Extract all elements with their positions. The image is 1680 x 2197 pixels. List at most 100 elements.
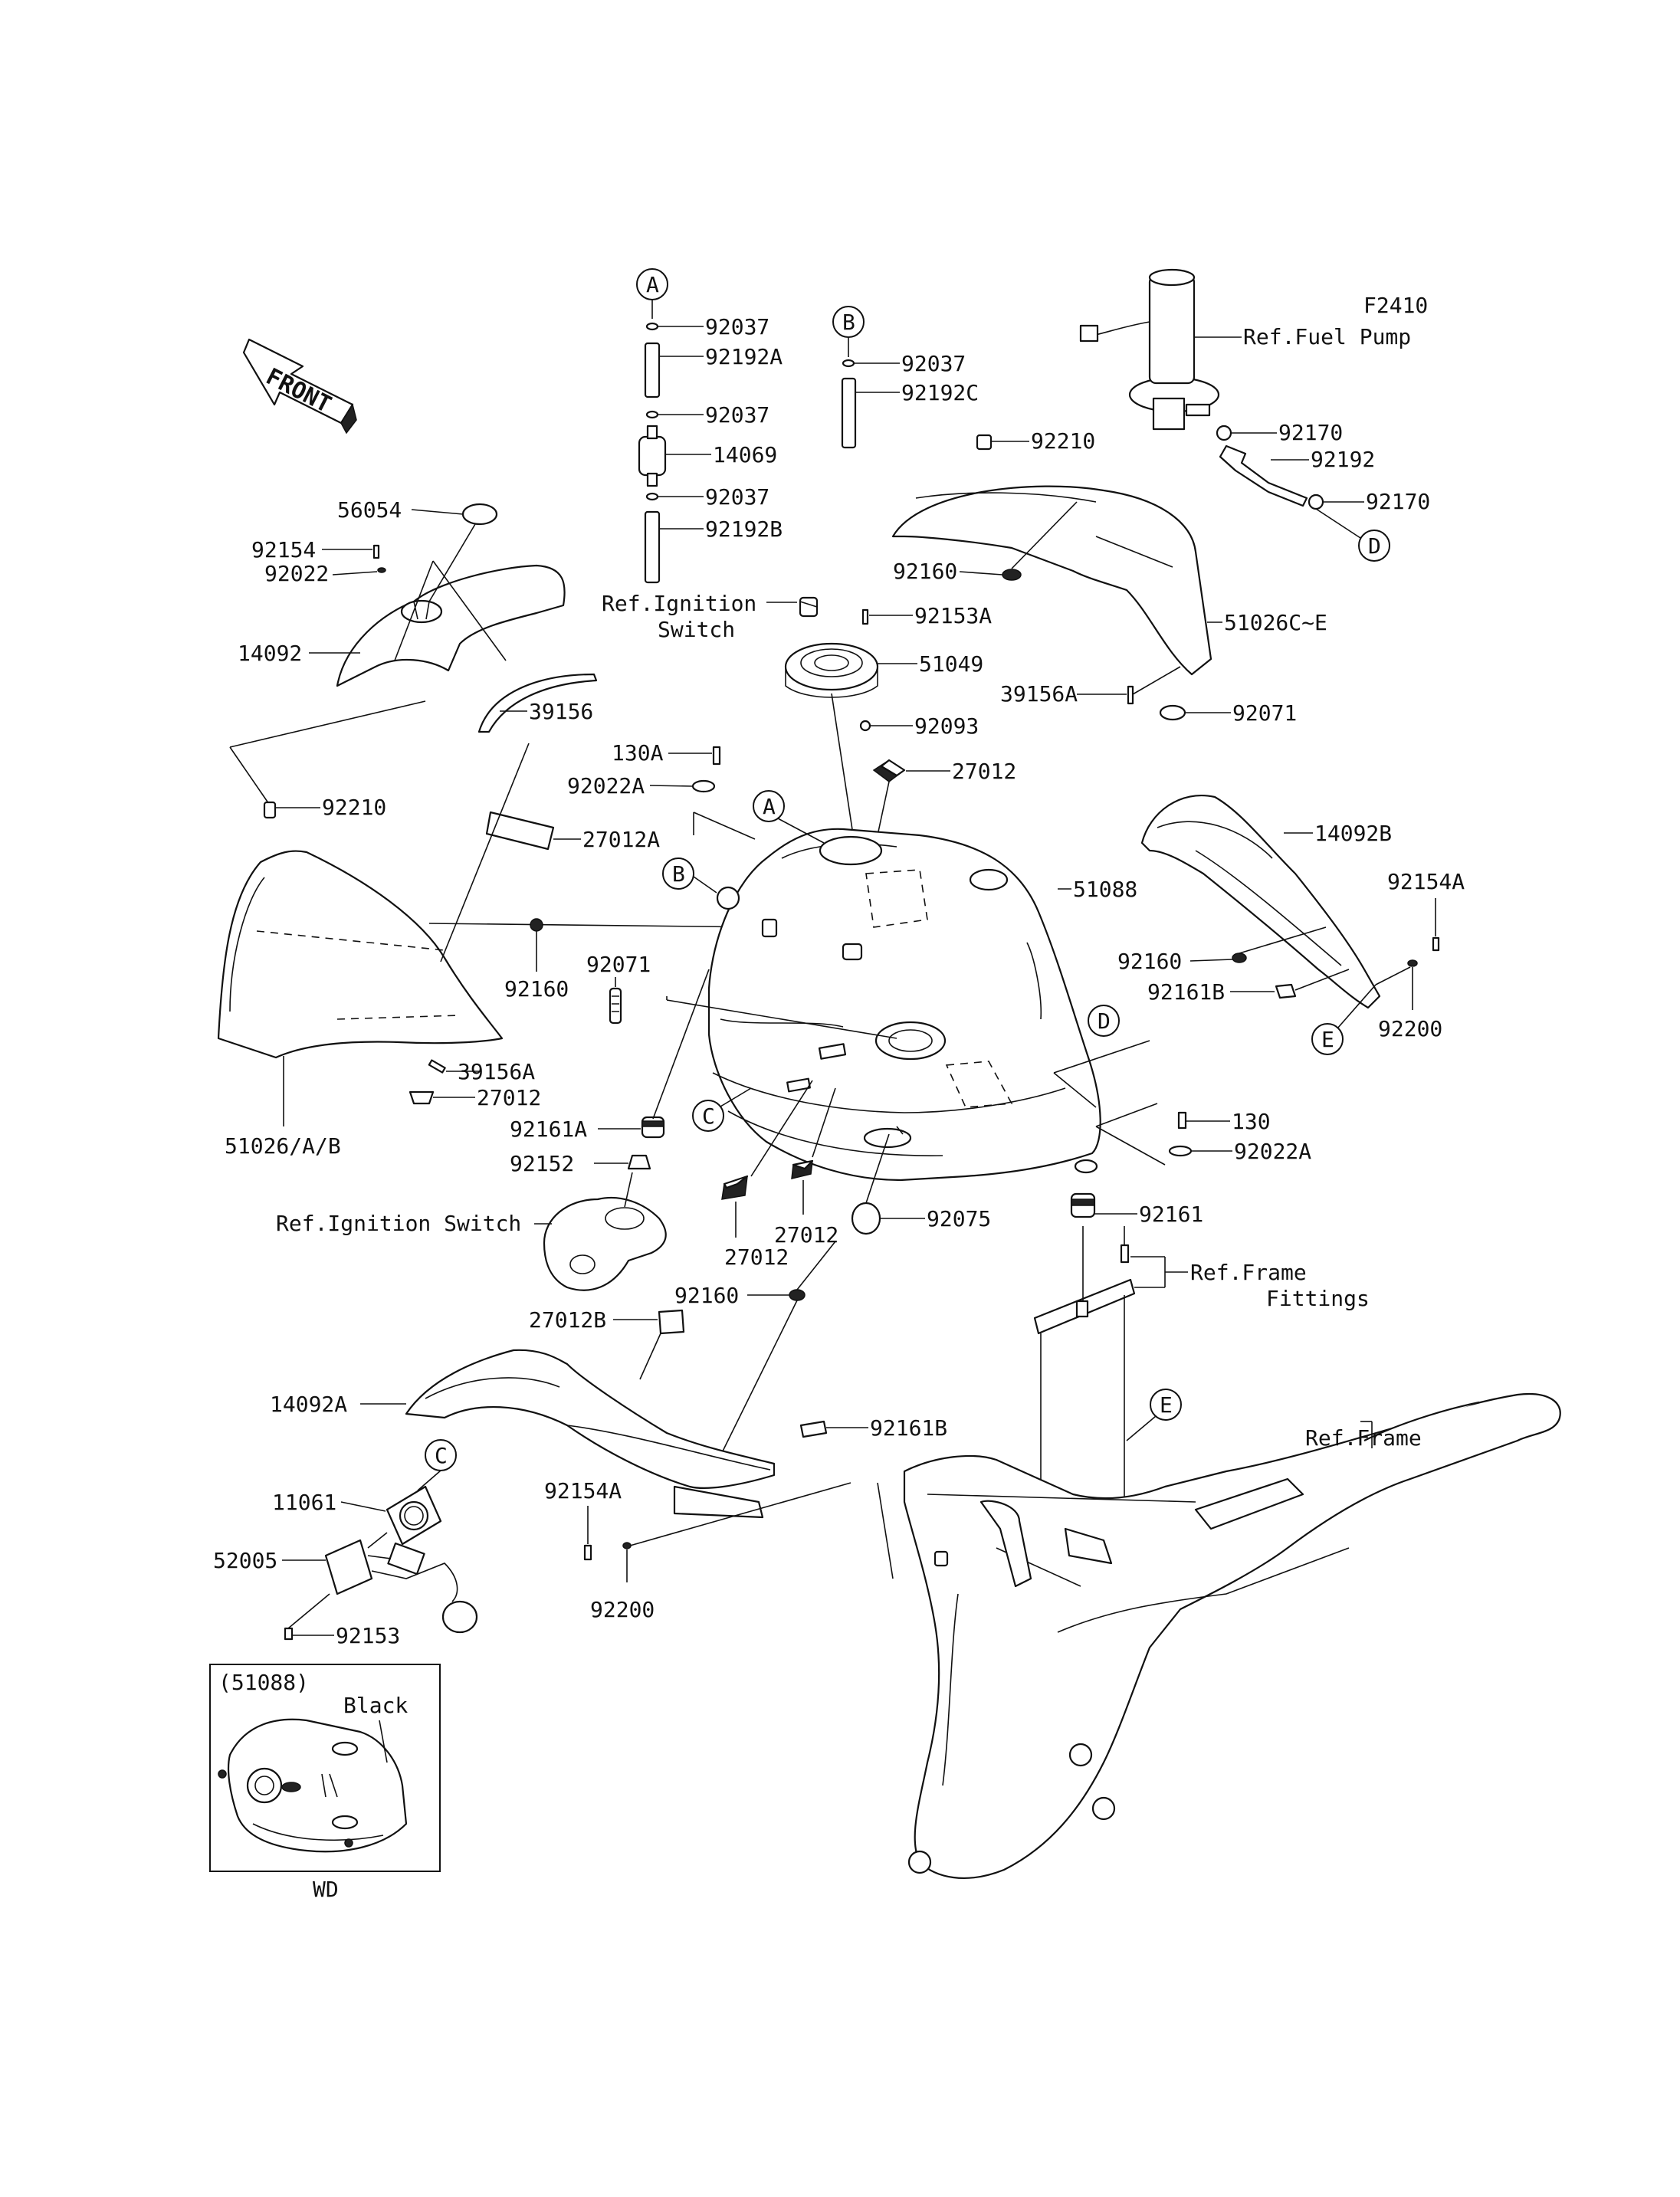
label-92037-b1: 92037 bbox=[901, 351, 966, 376]
label-92161: 92161 bbox=[1139, 1202, 1203, 1227]
inset-box bbox=[209, 1664, 441, 1872]
callout-c-tank-label: C bbox=[702, 1103, 715, 1129]
label-92200-right: 92200 bbox=[1378, 1016, 1442, 1041]
label-92160-low: 92160 bbox=[674, 1283, 739, 1308]
label-92154: 92154 bbox=[251, 537, 316, 562]
label-14092: 14092 bbox=[238, 641, 302, 666]
label-92160-right: 92160 bbox=[1117, 949, 1182, 974]
label-27012-low2: 27012 bbox=[774, 1222, 838, 1248]
fuel-cap-51049 bbox=[784, 596, 879, 698]
callout-a-top: A bbox=[636, 268, 668, 300]
label-92022: 92022 bbox=[264, 561, 329, 586]
callout-e-right: E bbox=[1311, 1023, 1344, 1055]
figure-code: F2410 bbox=[1363, 293, 1428, 318]
label-92210-top: 92210 bbox=[1031, 428, 1095, 454]
left-side-cover bbox=[217, 801, 504, 1059]
label-92210-left: 92210 bbox=[322, 795, 386, 820]
fuel-pump bbox=[1079, 268, 1220, 431]
label-92022A-top: 92022A bbox=[567, 773, 645, 798]
label-39156A-left: 39156A bbox=[458, 1059, 535, 1084]
label-130A: 130A bbox=[612, 740, 664, 766]
callout-d-right-label: D bbox=[1368, 533, 1381, 559]
callout-c-low: C bbox=[425, 1439, 457, 1471]
label-ref-fuel-pump: Ref.Fuel Pump bbox=[1243, 324, 1411, 349]
label-92037-a3: 92037 bbox=[705, 484, 769, 510]
fuel-hose-92192 bbox=[1216, 425, 1324, 510]
label-92160-left: 92160 bbox=[504, 976, 569, 1002]
label-27012A: 27012A bbox=[582, 827, 660, 852]
right-lower-cover bbox=[1140, 795, 1381, 1009]
grommet-92161A bbox=[641, 1116, 665, 1139]
label-39156: 39156 bbox=[529, 699, 593, 724]
gasket-11061 bbox=[386, 1485, 442, 1546]
right-upper-cover bbox=[891, 434, 1212, 676]
callout-a-tank-label: A bbox=[763, 794, 776, 819]
label-27012B: 27012B bbox=[529, 1307, 606, 1333]
front-arrow-badge: FRONT bbox=[242, 338, 357, 434]
callout-a-tank: A bbox=[753, 790, 785, 822]
label-92192: 92192 bbox=[1311, 447, 1375, 472]
label-92154A-right: 92154A bbox=[1387, 869, 1465, 894]
label-92170-2: 92170 bbox=[1366, 489, 1430, 514]
callout-e-right-label: E bbox=[1321, 1027, 1334, 1052]
label-130: 130 bbox=[1232, 1109, 1271, 1134]
left-upper-cover bbox=[336, 564, 566, 687]
main-frame bbox=[903, 1392, 1561, 1879]
label-52005: 52005 bbox=[213, 1548, 277, 1573]
label-92200-low: 92200 bbox=[590, 1597, 655, 1622]
callout-d-tank: D bbox=[1088, 1005, 1120, 1037]
callout-b-top: B bbox=[832, 306, 865, 338]
label-92160-top: 92160 bbox=[893, 559, 957, 584]
label-92161B-right: 92161B bbox=[1147, 979, 1225, 1005]
label-27012-top: 27012 bbox=[952, 759, 1016, 784]
label-51026AB: 51026/A/B bbox=[225, 1133, 341, 1159]
callout-d-tank-label: D bbox=[1098, 1008, 1111, 1034]
label-92192B: 92192B bbox=[705, 516, 783, 542]
label-14092B: 14092B bbox=[1314, 821, 1392, 846]
label-ref-frame-fittings-1: Ref.Frame bbox=[1190, 1260, 1307, 1285]
label-92037-a1: 92037 bbox=[705, 314, 769, 339]
callout-b-tank: B bbox=[662, 857, 694, 890]
fuel-tank bbox=[707, 828, 1101, 1182]
label-ref-ignition-2: Switch bbox=[658, 617, 735, 642]
label-92153: 92153 bbox=[336, 1623, 400, 1648]
label-39156A-top: 39156A bbox=[1000, 681, 1078, 707]
callout-d-right: D bbox=[1358, 530, 1390, 562]
label-ref-ignition-1: Ref.Ignition bbox=[602, 591, 756, 616]
ignition-switch bbox=[543, 1196, 667, 1291]
label-92154A-low: 92154A bbox=[544, 1478, 622, 1503]
label-92022A-right: 92022A bbox=[1234, 1139, 1311, 1164]
callout-c-tank: C bbox=[692, 1100, 724, 1132]
grommet-92161 bbox=[1070, 1192, 1096, 1218]
inset-code: (51088) bbox=[218, 1670, 309, 1695]
label-92093: 92093 bbox=[914, 713, 979, 739]
label-92071-mid: 92071 bbox=[586, 952, 651, 977]
label-14092A: 14092A bbox=[270, 1392, 347, 1417]
label-11061: 11061 bbox=[272, 1490, 336, 1515]
label-92153A: 92153A bbox=[914, 603, 992, 628]
label-14069: 14069 bbox=[713, 442, 777, 467]
label-27012-low1: 27012 bbox=[724, 1244, 789, 1270]
hose-column-b bbox=[841, 359, 857, 449]
label-51049: 51049 bbox=[919, 651, 983, 677]
label-56054: 56054 bbox=[337, 497, 402, 523]
callout-c-low-label: C bbox=[435, 1443, 448, 1468]
label-92075: 92075 bbox=[927, 1206, 991, 1231]
label-27012-left: 27012 bbox=[477, 1085, 541, 1110]
label-92192A: 92192A bbox=[705, 344, 783, 369]
label-ref-frame-fittings-2: Fittings bbox=[1266, 1286, 1370, 1311]
label-ref-frame: Ref.Frame bbox=[1305, 1425, 1422, 1451]
fuel-sender-52005 bbox=[324, 1539, 478, 1634]
callout-b-tank-label: B bbox=[672, 861, 685, 887]
label-92161A: 92161A bbox=[510, 1117, 587, 1142]
label-51088: 51088 bbox=[1073, 877, 1137, 902]
callout-b-top-label: B bbox=[842, 310, 855, 335]
front-badge-text: FRONT bbox=[261, 363, 335, 418]
frame-fitting-bracket bbox=[1033, 1244, 1136, 1335]
label-92037-a2: 92037 bbox=[705, 402, 769, 428]
inset-caption: WD bbox=[313, 1877, 339, 1902]
callout-a-top-label: A bbox=[646, 272, 659, 297]
hose-column-a bbox=[638, 322, 667, 584]
label-92170-1: 92170 bbox=[1278, 420, 1343, 445]
